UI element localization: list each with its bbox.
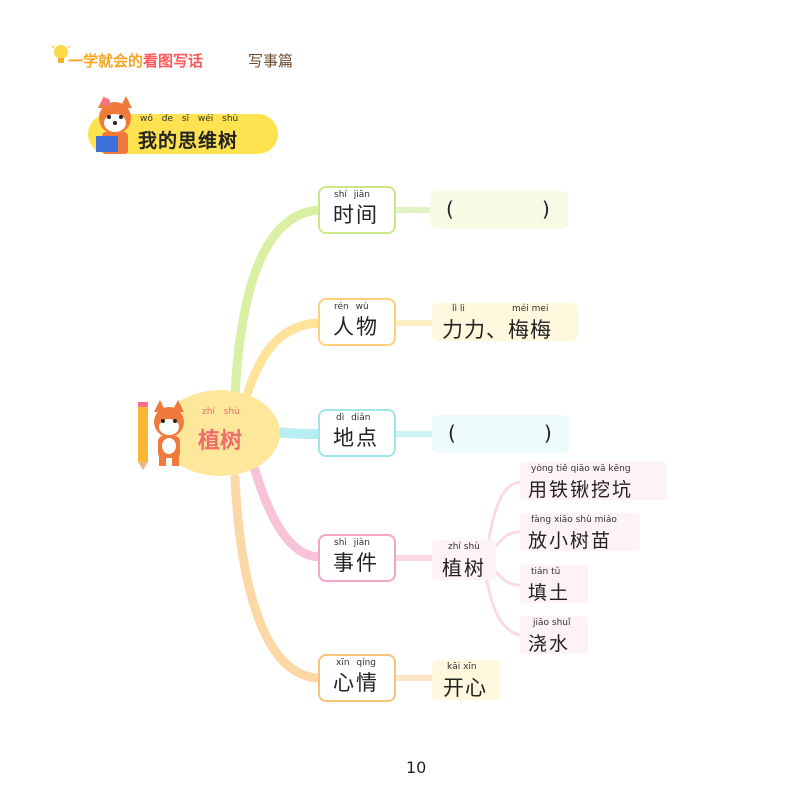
- event-step-1-label: 用铁锹挖坑: [528, 479, 634, 501]
- series-title-a: 一学就会的: [68, 52, 144, 70]
- answer-place-paren-open: (: [448, 421, 456, 445]
- answer-place-box[interactable]: [432, 415, 570, 453]
- branch-event: [250, 465, 323, 562]
- answer-place-paren-close: ): [544, 421, 552, 445]
- answer-mood-pinyin: kāi xīn: [447, 662, 477, 672]
- branch-time: [230, 205, 323, 400]
- fox-reading-icon: [96, 96, 132, 154]
- event-step-3-label: 填土: [528, 582, 571, 604]
- event-step-3-pinyin: tián tǔ: [531, 567, 561, 577]
- sub-link-2: [492, 530, 521, 549]
- category-event-label: 事件: [333, 551, 379, 575]
- banner-title: 我的思维树: [138, 130, 239, 152]
- event-step-2-label: 放小树苗: [528, 530, 613, 552]
- event-step-1-pinyin: yòng tiě qiāo wā kēng: [531, 464, 631, 474]
- lightbulb-icon: [52, 45, 70, 63]
- category-event-pinyin: shì jiàn: [334, 538, 370, 548]
- fox-pencil-icon: [138, 400, 184, 470]
- sub-link-3: [492, 568, 521, 587]
- answer-mood-text: 开心: [443, 676, 487, 700]
- event-step-4-box: [520, 616, 588, 654]
- category-mood-box: [318, 654, 396, 702]
- category-person-pinyin: rén wù: [334, 302, 369, 312]
- category-place-box: [318, 409, 396, 457]
- category-time-label: 时间: [333, 203, 379, 227]
- branch-person: [243, 318, 323, 397]
- category-time-box: [318, 186, 396, 234]
- sub-link-4: [484, 574, 521, 637]
- category-person-box: [318, 298, 396, 346]
- center-label: 植树: [198, 429, 243, 454]
- branch-place: [273, 427, 323, 439]
- event-step-4-pinyin: jiāo shuǐ: [533, 618, 571, 628]
- banner-pinyin: wǒ de sī wéi shù: [140, 114, 239, 124]
- sub-link-1: [486, 480, 521, 546]
- page-number: 10: [406, 758, 427, 777]
- event-step-4-label: 浇水: [528, 633, 571, 655]
- category-place-label: 地点: [333, 426, 379, 450]
- answer-person-box: [432, 303, 578, 341]
- category-time-pinyin: shí jiān: [334, 190, 370, 200]
- event-node-pinyin: zhí shù: [448, 542, 480, 552]
- category-person-label: 人物: [333, 315, 379, 339]
- category-mood-label: 心情: [333, 671, 379, 695]
- series-title-b: 看图写话: [143, 52, 204, 70]
- answer-time-paren-open: (: [446, 197, 454, 221]
- answer-person-pinyin-b: méi mei: [512, 304, 549, 314]
- center-pinyin: zhí shù: [202, 407, 240, 417]
- answer-person-pinyin-a: lì li: [452, 304, 465, 314]
- event-node-box: [432, 540, 496, 580]
- answer-person-text: 力力、梅梅: [442, 318, 552, 342]
- answer-mood-box: [432, 660, 500, 700]
- answer-time-paren-close: ): [542, 197, 550, 221]
- section-subtitle: 写事篇: [248, 52, 294, 70]
- category-event-box: [318, 534, 396, 582]
- event-step-1-box: [520, 462, 666, 500]
- event-step-2-pinyin: fàng xiǎo shù miáo: [531, 515, 617, 525]
- category-mood-pinyin: xīn qíng: [336, 658, 377, 668]
- event-node-label: 植树: [442, 556, 486, 580]
- event-step-3-box: [520, 565, 588, 603]
- series-title: 一学就会的看图写话: [68, 50, 203, 71]
- branch-mood: [230, 473, 323, 683]
- answer-time-box[interactable]: [430, 191, 568, 229]
- category-place-pinyin: dì diǎn: [336, 413, 371, 423]
- event-step-2-box: [520, 513, 640, 551]
